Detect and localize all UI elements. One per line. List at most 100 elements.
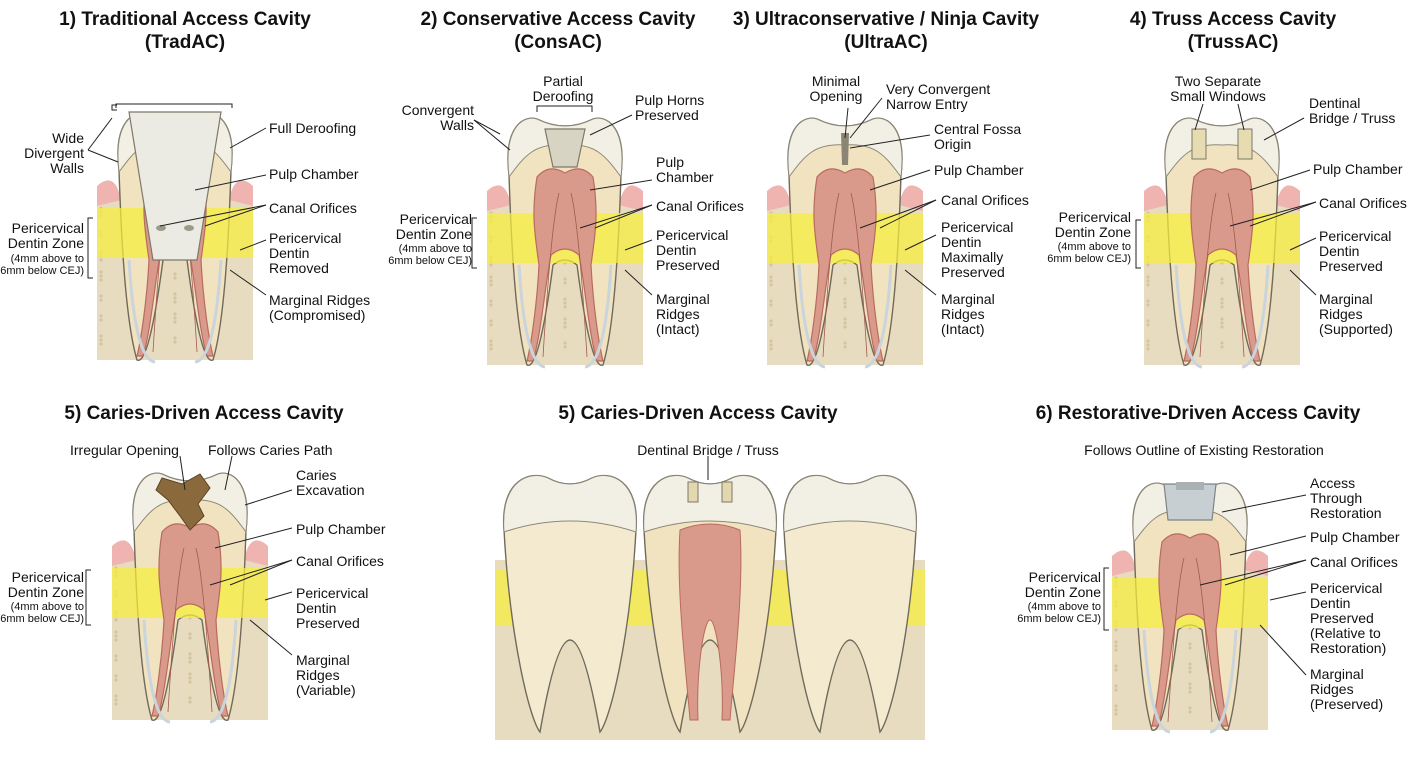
leader-line (594, 204, 653, 229)
bone-pore (99, 318, 103, 322)
bone-pore (769, 339, 773, 343)
bone-pore (489, 319, 493, 323)
label-pericervical-zone-line: Dentin Zone (1054, 224, 1131, 240)
panel-title: 4) Truss Access Cavity(TrussAC) (1043, 8, 1408, 54)
label-pericervical-dentin-line: Pericervical (1319, 228, 1392, 244)
canal-orifice (156, 225, 166, 231)
label-pulp-horns-line: Pulp Horns (635, 92, 705, 108)
bone-pore (1114, 628, 1118, 632)
label-marginal-ridges-line: Marginal (1319, 291, 1373, 307)
label-pulp-chamber-line: Pulp (656, 154, 685, 170)
bone-pore (489, 339, 493, 343)
label-partial-deroofing-line: Deroofing (532, 88, 594, 104)
leader-line (1289, 237, 1317, 251)
label-pericervical-dentin-line: Preserved (656, 257, 720, 273)
bone-pore (1146, 319, 1150, 323)
bone-pore (188, 660, 192, 664)
nerve-line (850, 192, 868, 358)
bone-pore (563, 317, 567, 321)
nerve-line (1227, 192, 1245, 358)
label-pericervical-dentin-line: Pericervical (1310, 580, 1383, 596)
bone-pore (1114, 712, 1118, 716)
label-partial-deroofing-line: Partial (543, 73, 583, 89)
label-pericervical-dentin-line: Dentin (1310, 595, 1351, 611)
bone-pore (1220, 301, 1224, 305)
bone-pore (769, 303, 773, 307)
nerve-line (822, 192, 840, 358)
panel-title: 6) Restorative-Driven Access Cavity (1008, 402, 1388, 425)
panel-title-line: 5) Caries-Driven Access Cavity (558, 403, 838, 424)
label-caries-excavation-line: Caries (296, 467, 337, 483)
label-convergent-walls-line: Convergent (401, 102, 474, 118)
label-marginal-ridges-line: Marginal (941, 291, 995, 307)
panel-title: 5) Caries-Driven Access Cavity (508, 402, 888, 425)
bone-pore (1220, 345, 1224, 349)
tooth-tradac (97, 111, 253, 364)
label-pulp-chamber: Pulp Chamber (269, 167, 359, 182)
bone-pore (489, 283, 493, 287)
leader-line (473, 119, 511, 151)
label-pericervical-dentin-line: Dentin (296, 600, 337, 616)
panel-title-line: 6) Restorative-Driven Access Cavity (1035, 403, 1361, 424)
panel-title: 1) Traditional Access Cavity(TradAC) (0, 8, 375, 54)
leader-line (869, 169, 931, 191)
label-zone-range-line: 6mm below CEJ) (388, 255, 472, 267)
root-socket-line (517, 264, 546, 369)
root-socket-line (1174, 264, 1203, 369)
bone-pore (769, 279, 773, 283)
label-zone-range-line: 6mm below CEJ) (0, 613, 84, 625)
bone-pore (99, 342, 103, 346)
pulp-chamber (151, 523, 229, 717)
label-caries-excavation-line: Excavation (296, 482, 365, 498)
bone-pore (1146, 303, 1150, 307)
label-pericervical-zone-line: Dentin Zone (7, 584, 84, 600)
leader-line (1249, 201, 1317, 227)
label-marginal-ridges-line: Ridges (941, 306, 985, 322)
label-dentinal-bridge-line: Dentinal (1309, 95, 1361, 111)
leader-line (1269, 591, 1307, 601)
bone-pore (769, 319, 773, 323)
bone-pore (173, 276, 177, 280)
bone-pore (563, 297, 567, 301)
label-irregular-opening: Irregular Opening (70, 443, 179, 458)
label-full-deroofing-line: Full Deroofing (269, 120, 357, 136)
gingiva (767, 185, 791, 211)
leader-line (1199, 559, 1307, 586)
leader-line (1263, 117, 1305, 141)
gingiva (619, 185, 643, 211)
gingiva (244, 540, 268, 566)
panel-title-line: 2) Conservative Access Cavity (420, 9, 696, 30)
bone-pore (99, 334, 103, 338)
label-canal-orifices-line: Canal Orifices (941, 192, 1029, 208)
label-zone-range-line: (4mm above to (10, 253, 84, 265)
label-zone-range-line: (4mm above to (1057, 241, 1131, 253)
leader-line (849, 134, 931, 149)
bone-pore (769, 275, 773, 279)
bone-pore (1114, 664, 1118, 668)
panel-title-line: (TrussAC) (1187, 32, 1279, 53)
label-marginal-ridges-line: Ridges (656, 306, 700, 322)
label-convergent-walls-line: Walls (440, 117, 474, 133)
label-marginal-ridges-line: (Preserved) (1310, 696, 1384, 712)
bone-pore (843, 345, 847, 349)
nerve-line (195, 547, 213, 713)
panel-title-line: 4) Truss Access Cavity (1129, 9, 1337, 30)
bone-pore (188, 656, 192, 660)
label-marginal-ridges-line: (Intact) (656, 321, 700, 337)
label-pulp-horns-line: Preserved (635, 107, 699, 123)
bone-pore (489, 347, 493, 351)
